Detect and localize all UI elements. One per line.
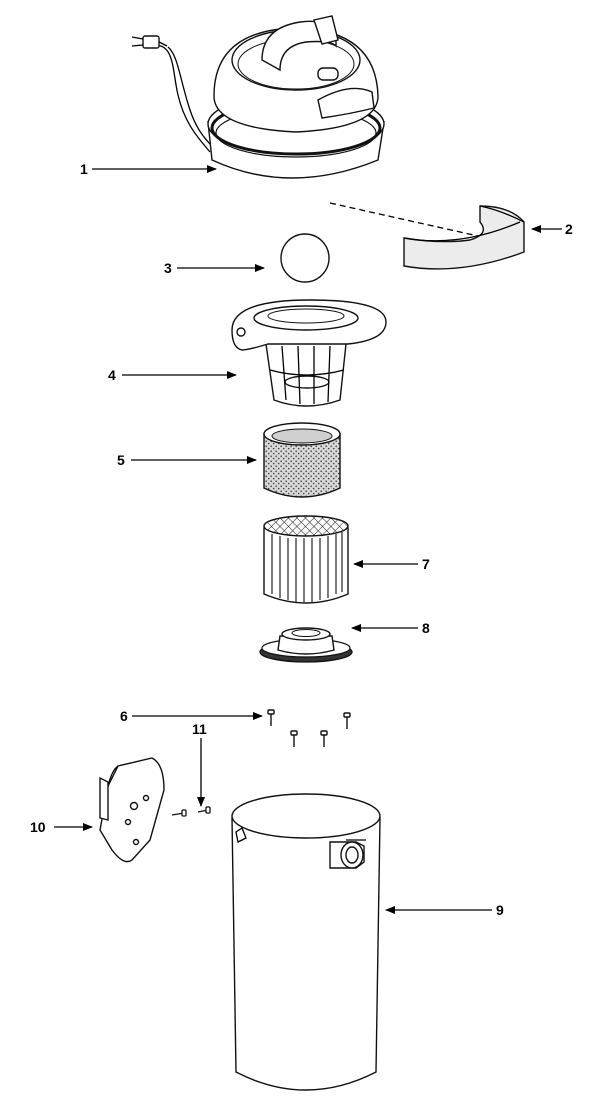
filter-cage — [231, 299, 387, 407]
bracket-screws — [171, 806, 211, 817]
leader-lines — [54, 165, 562, 914]
callout-5: 5 — [117, 452, 125, 468]
foam-filter — [263, 422, 341, 498]
callout-9: 9 — [496, 902, 504, 918]
filter-base — [259, 627, 353, 663]
callout-11: 11 — [192, 721, 207, 737]
callout-4: 4 — [108, 367, 116, 383]
canister-tank — [231, 793, 381, 1091]
callout-6: 6 — [120, 708, 128, 724]
wall-bracket — [99, 757, 165, 863]
plug-icon — [131, 35, 168, 49]
callout-8: 8 — [422, 620, 430, 636]
callout-3: 3 — [164, 260, 172, 276]
power-head — [131, 15, 385, 179]
screw-icon — [320, 730, 328, 747]
screw-icon — [171, 809, 187, 817]
screw-icon — [343, 712, 351, 729]
callout-1: 1 — [80, 161, 88, 177]
screw-icon — [197, 806, 211, 814]
screws — [267, 709, 351, 747]
callout-2: 2 — [565, 221, 573, 237]
screw-icon — [267, 709, 275, 726]
cartridge-filter — [263, 515, 349, 604]
float-ball — [280, 233, 330, 283]
callout-labels: 1 2 3 4 5 6 7 8 9 10 11 — [30, 161, 573, 918]
callout-10: 10 — [30, 819, 46, 835]
screw-icon — [290, 730, 298, 747]
callout-7: 7 — [422, 556, 430, 572]
foam-sleeve — [403, 205, 525, 270]
